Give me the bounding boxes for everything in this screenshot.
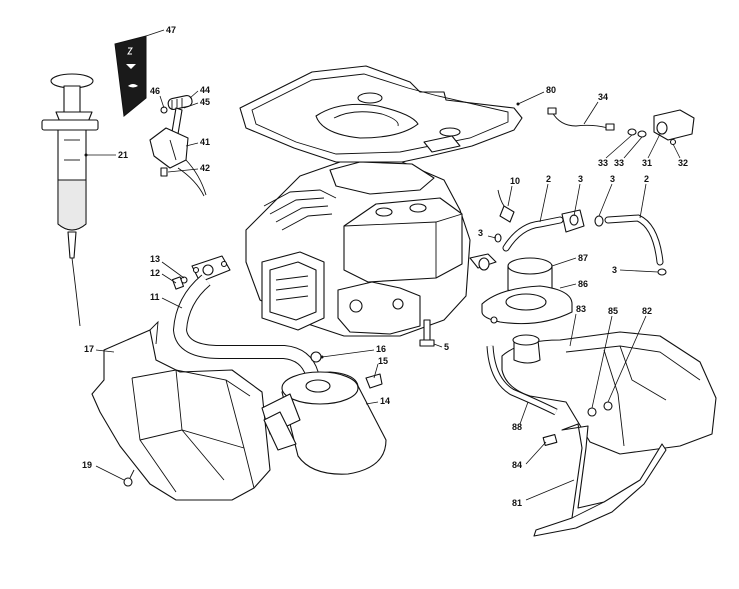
svg-text:33: 33: [614, 158, 624, 168]
callout-19: 19: [82, 460, 125, 481]
callout-80: 80: [516, 85, 556, 106]
callout-83: 83: [569, 304, 586, 347]
callout-82: 82: [607, 306, 652, 403]
svg-text:88: 88: [512, 422, 522, 432]
callout-10: 10: [507, 176, 520, 207]
svg-text:41: 41: [200, 137, 210, 147]
callout-16: 16: [320, 344, 386, 359]
svg-text:3: 3: [578, 174, 583, 184]
callout-42: 42: [167, 163, 210, 173]
callout-46: 46: [150, 86, 165, 109]
svg-text:46: 46: [150, 86, 160, 96]
callout-34: 34: [583, 92, 608, 125]
callout-12: 12: [150, 268, 177, 284]
callout-47: 47: [145, 25, 176, 37]
svg-text:2: 2: [644, 174, 649, 184]
svg-text:34: 34: [598, 92, 608, 102]
svg-text:47: 47: [166, 25, 176, 35]
svg-text:83: 83: [576, 304, 586, 314]
oil-syringe-21: [41, 73, 99, 327]
callout-31: 31: [642, 133, 661, 168]
engine-block: [245, 161, 497, 337]
callout-3d: 3: [612, 265, 659, 275]
svg-text:5: 5: [444, 342, 449, 352]
bolt-5: [419, 319, 435, 347]
svg-text:12: 12: [150, 268, 160, 278]
callout-2a: 2: [539, 174, 551, 223]
svg-text:44: 44: [200, 85, 210, 95]
callout-87: 87: [551, 253, 588, 267]
callout-3c: 3: [478, 228, 497, 239]
callout-17: 17: [84, 344, 115, 354]
svg-text:32: 32: [678, 158, 688, 168]
callout-14: 14: [365, 396, 390, 406]
svg-text:16: 16: [376, 344, 386, 354]
svg-text:81: 81: [512, 498, 522, 508]
callout-13: 13: [150, 254, 185, 279]
svg-text:21: 21: [118, 150, 128, 160]
svg-text:15: 15: [378, 356, 388, 366]
svg-text:3: 3: [610, 174, 615, 184]
exhaust-manifold-pipe: [171, 255, 319, 377]
callout-88: 88: [512, 401, 529, 432]
engine-cover-80: [239, 65, 523, 163]
svg-text:13: 13: [150, 254, 160, 264]
svg-text:82: 82: [642, 306, 652, 316]
callout-5: 5: [433, 342, 449, 352]
screw-19: [123, 469, 135, 487]
svg-text:42: 42: [200, 163, 210, 173]
callout-85: 85: [591, 306, 618, 409]
svg-text:85: 85: [608, 306, 618, 316]
callout-11: 11: [150, 292, 183, 309]
fuel-lines: [478, 189, 667, 276]
callout-41: 41: [185, 137, 210, 147]
heat-shield-17: [91, 320, 271, 501]
callout-33b: 33: [614, 136, 643, 168]
svg-text:80: 80: [546, 85, 556, 95]
callout-84: 84: [512, 441, 547, 470]
svg-text:14: 14: [380, 396, 390, 406]
throttle-control-assembly: [149, 94, 207, 197]
decal-47: [114, 35, 147, 117]
svg-text:45: 45: [200, 97, 210, 107]
callout-15: 15: [373, 356, 388, 379]
callout-86: 86: [559, 279, 588, 289]
svg-text:11: 11: [150, 292, 160, 302]
callout-45: 45: [183, 97, 210, 109]
svg-text:10: 10: [510, 176, 520, 186]
callout-44: 44: [189, 85, 210, 99]
svg-text:17: 17: [84, 344, 94, 354]
callout-2b: 2: [639, 174, 649, 219]
svg-text:2: 2: [546, 174, 551, 184]
svg-text:31: 31: [642, 158, 652, 168]
callout-layer: 47 46 44 45 41 42 21 80 34 33 33 31 32 1…: [82, 25, 688, 508]
svg-text:86: 86: [578, 279, 588, 289]
callout-33a: 33: [598, 134, 633, 168]
svg-text:84: 84: [512, 460, 522, 470]
callout-81: 81: [512, 479, 575, 508]
tank-bracket-81: [533, 423, 667, 537]
callout-21: 21: [84, 150, 128, 160]
svg-text:87: 87: [578, 253, 588, 263]
svg-text:3: 3: [612, 265, 617, 275]
svg-text:33: 33: [598, 158, 608, 168]
electrical-parts: [547, 107, 695, 146]
svg-text:19: 19: [82, 460, 92, 470]
fuel-cap-87: [481, 257, 573, 325]
callout-3a: 3: [573, 174, 583, 217]
svg-text:3: 3: [478, 228, 483, 238]
muffler-14: [261, 351, 387, 475]
callout-32: 32: [672, 143, 688, 168]
fuel-tank-83: [486, 331, 717, 455]
callout-3b: 3: [598, 174, 615, 217]
